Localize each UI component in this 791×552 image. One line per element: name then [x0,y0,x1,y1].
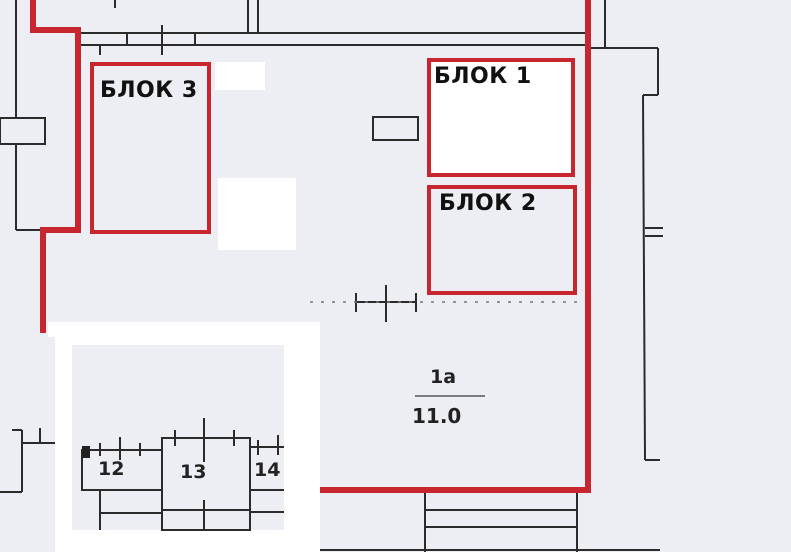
block-3-label: БЛОК 3 [100,78,198,103]
room-13-label: 13 [180,461,207,483]
block-2-outline [427,185,577,295]
unit-boundary-right [320,0,591,493]
room-14-label: 14 [254,459,281,481]
block-1-label: БЛОК 1 [434,64,532,89]
unit-boundary [30,0,81,333]
room-12-label: 12 [98,458,125,480]
block-1-outline [427,58,575,177]
room-area-label: 11.0 [412,404,462,428]
stair-grid-lines [81,418,284,531]
block-2-label: БЛОК 2 [439,191,537,216]
room-number-label: 1а [430,366,457,388]
block-3-outline [90,62,211,234]
